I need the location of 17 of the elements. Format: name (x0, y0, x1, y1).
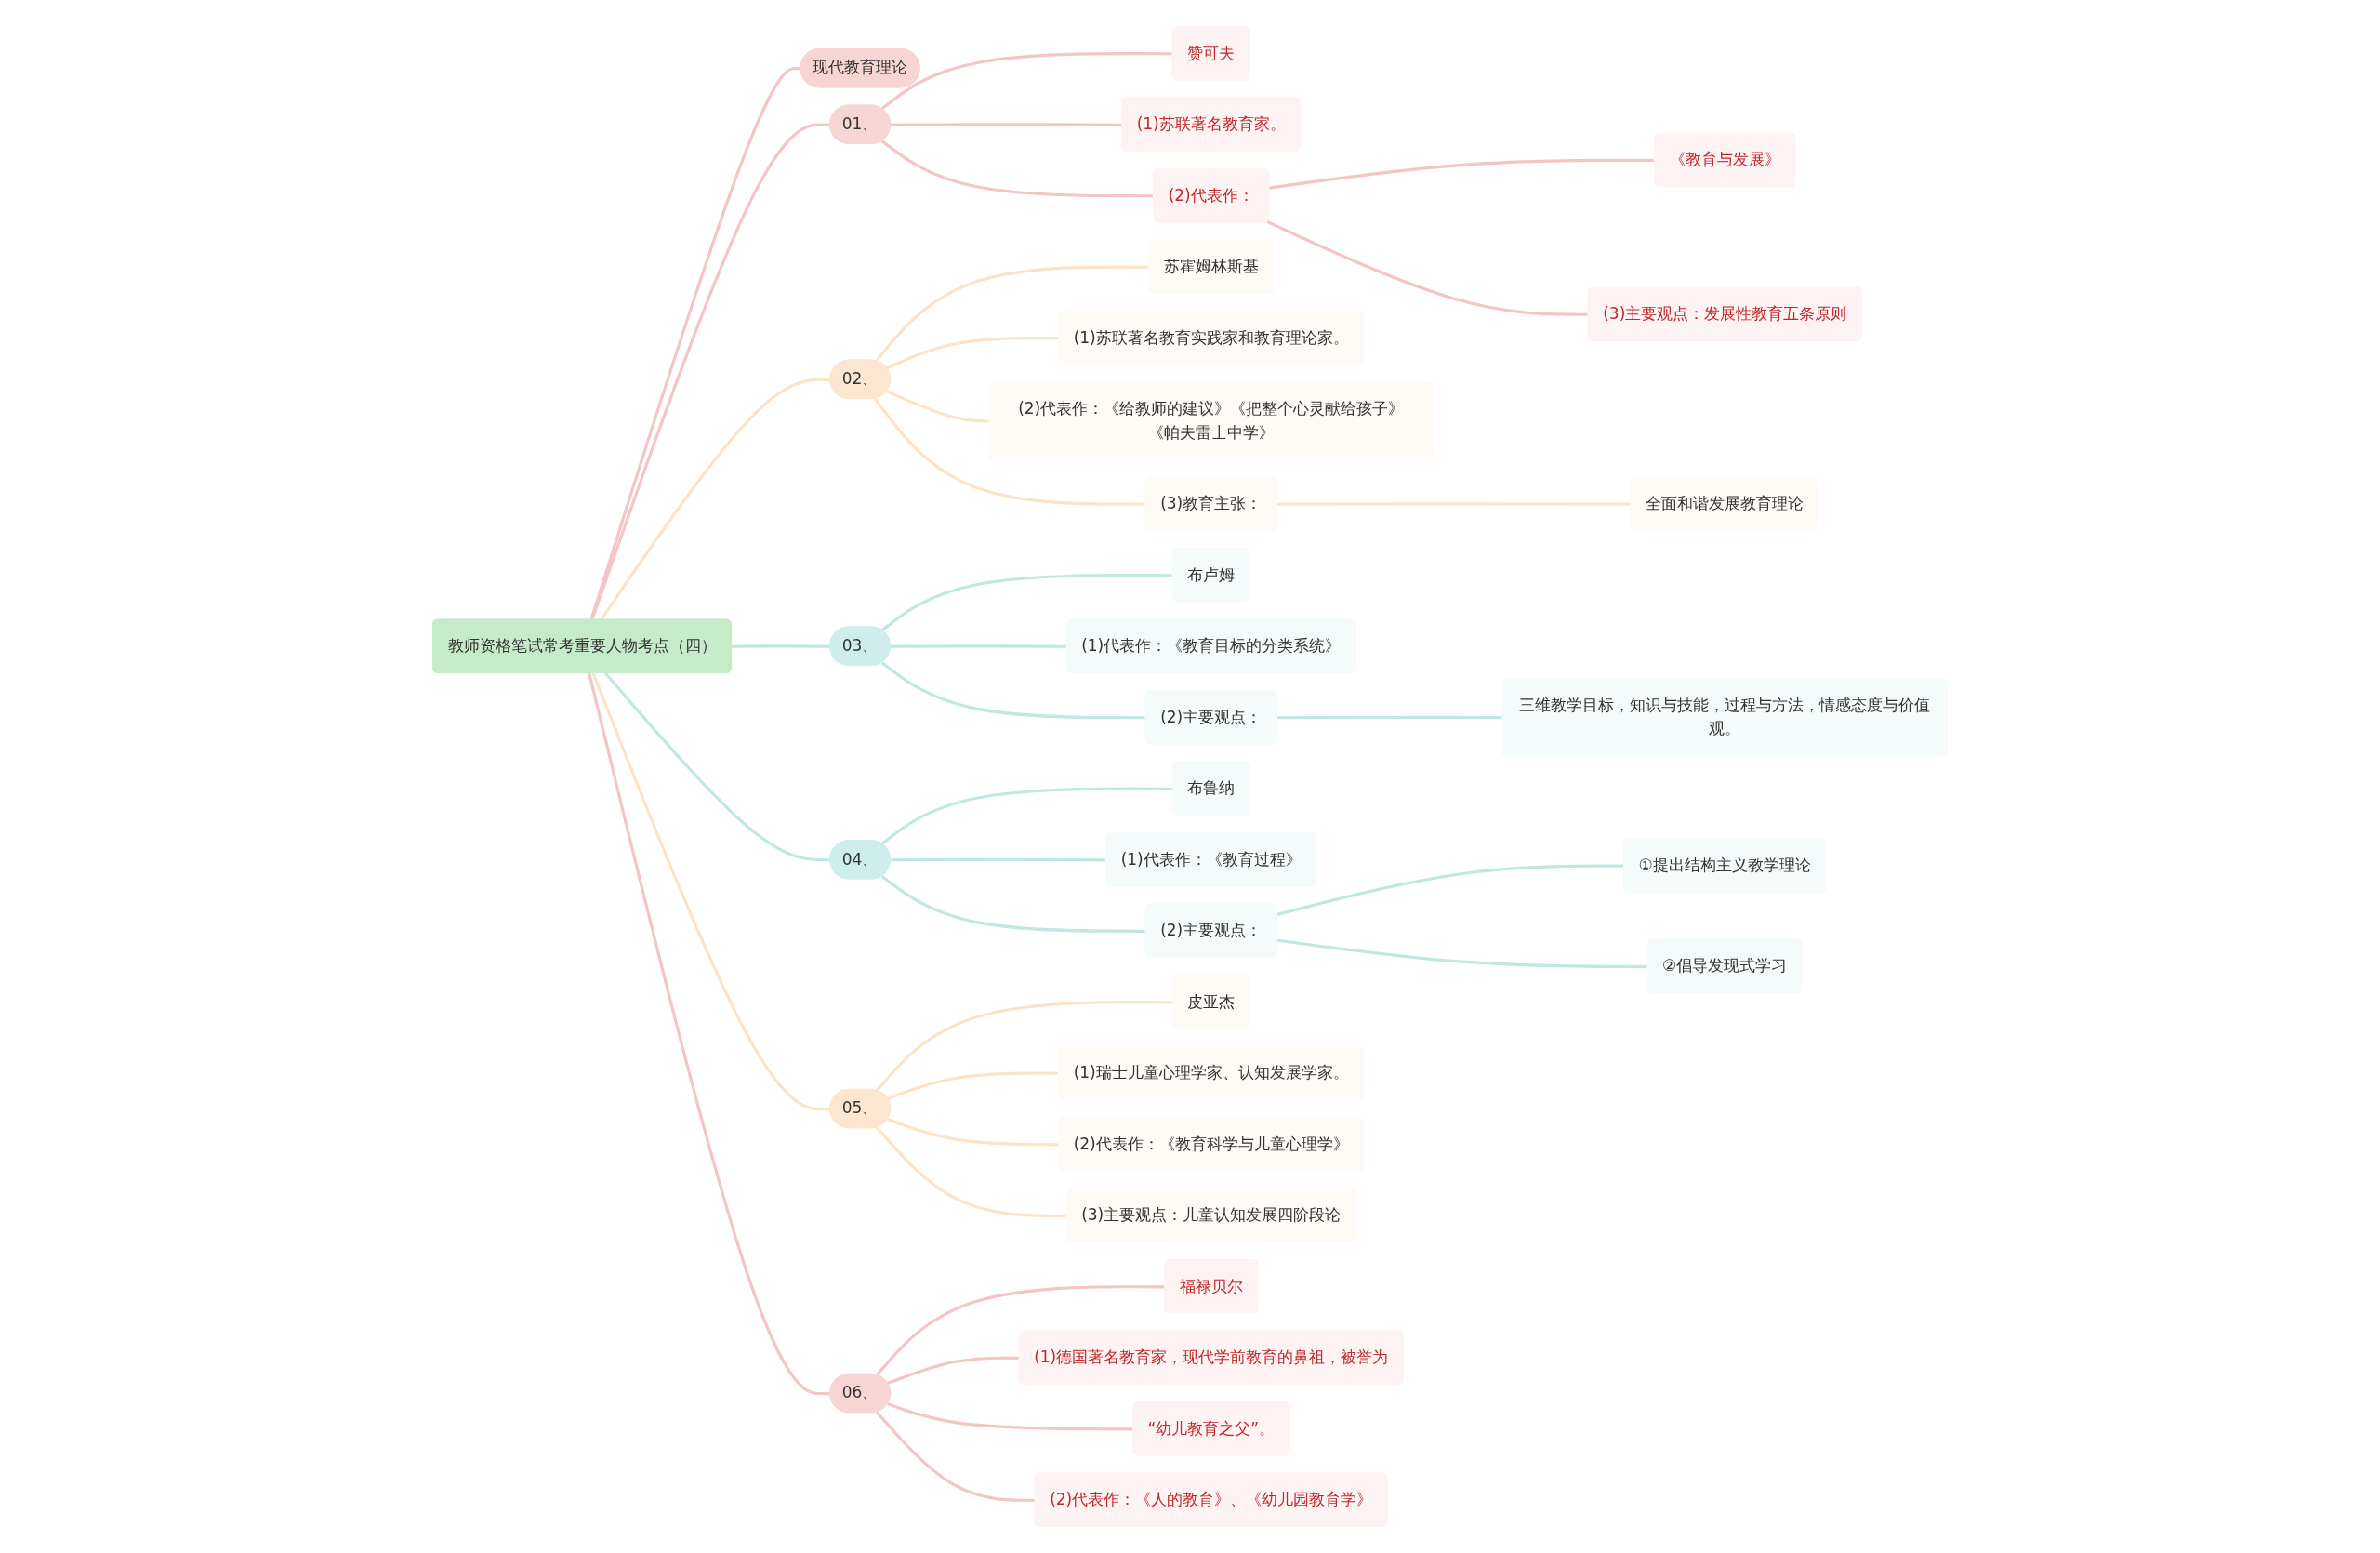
connector (880, 661, 1146, 720)
connector (589, 66, 801, 621)
connector (1266, 219, 1589, 316)
connector (887, 1402, 1133, 1431)
connector (875, 1001, 1173, 1092)
connector (880, 787, 1173, 845)
connector (880, 574, 1173, 632)
connector (880, 52, 1173, 111)
connector (891, 644, 1067, 648)
connector (876, 1411, 1036, 1502)
connector (1276, 502, 1632, 506)
connector (1276, 715, 1503, 720)
connector (887, 1356, 1020, 1385)
connector (880, 874, 1146, 933)
connector (876, 1126, 1067, 1217)
connector (873, 397, 1146, 506)
connector (1276, 938, 1648, 969)
